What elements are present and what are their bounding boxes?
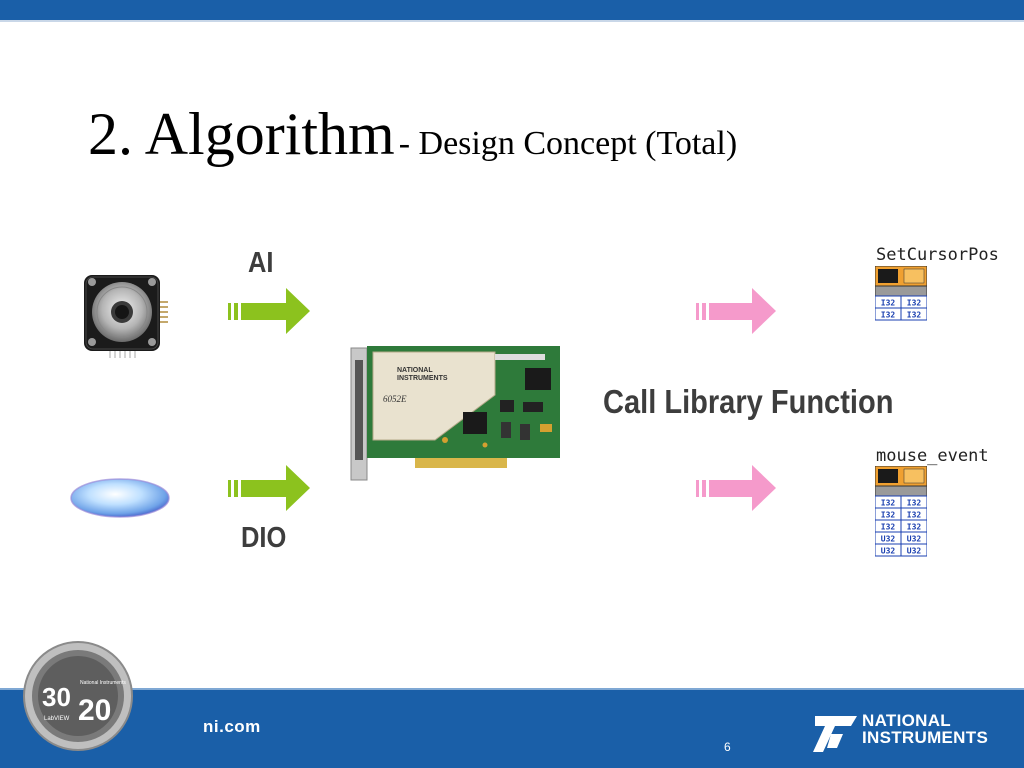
- seal-number-2: 20: [78, 694, 111, 727]
- title-sub: - Design Concept (Total): [398, 125, 738, 162]
- card-model: 6052E: [383, 394, 407, 404]
- card-brand-2: INSTRUMENTS: [397, 375, 448, 382]
- seal-ni: National Instruments: [80, 680, 126, 686]
- ni-logo-text: NATIONAL INSTRUMENTS: [862, 712, 988, 746]
- svg-text:U32: U32: [907, 547, 922, 556]
- slide-title: 2. Algorithm - Design Concept (Total): [88, 100, 737, 169]
- setcursor-arrow-icon: [696, 288, 776, 334]
- svg-text:I32: I32: [907, 311, 922, 320]
- svg-text:U32: U32: [907, 535, 922, 544]
- anniversary-seal-icon: 30 20 LabVIEW National Instruments: [23, 641, 133, 751]
- footer-divider: [0, 688, 1024, 691]
- svg-text:I32: I32: [907, 523, 922, 532]
- card-brand-1: NATIONAL: [397, 367, 433, 374]
- svg-text:I32: I32: [881, 299, 896, 308]
- call-library-function-label: Call Library Function: [603, 383, 894, 420]
- daq-card-icon: NATIONAL INSTRUMENTS 6052E: [345, 340, 570, 490]
- ai-arrow-icon: [228, 288, 310, 334]
- svg-text:U32: U32: [881, 547, 896, 556]
- mouse-event-arrow-icon: [696, 465, 776, 511]
- fn-setcursorpos-label: SetCursorPos: [876, 245, 999, 265]
- seal-number-1: 30: [42, 682, 71, 712]
- dio-label: DIO: [241, 522, 287, 554]
- seal-labview: LabVIEW: [44, 716, 70, 722]
- title-main: 2. Algorithm: [88, 101, 395, 167]
- dio-arrow-icon: [228, 465, 310, 511]
- logo-line-1: NATIONAL: [862, 711, 951, 730]
- site-link[interactable]: ni.com: [203, 717, 261, 736]
- page-number: 6: [724, 740, 731, 754]
- svg-text:I32: I32: [907, 499, 922, 508]
- svg-text:U32: U32: [881, 535, 896, 544]
- top-divider: [0, 20, 1024, 22]
- fn-mouse-event-label: mouse_event: [876, 446, 989, 466]
- footer-bar: [0, 690, 1024, 768]
- top-bar: [0, 0, 1024, 20]
- svg-text:I32: I32: [881, 523, 896, 532]
- led-lens-icon: [70, 478, 170, 518]
- svg-text:I32: I32: [907, 299, 922, 308]
- svg-text:I32: I32: [881, 311, 896, 320]
- ni-logo-icon: [813, 716, 857, 752]
- logo-line-2: INSTRUMENTS: [862, 728, 989, 747]
- ai-label: AI: [248, 247, 274, 279]
- encoder-device-icon: [84, 275, 168, 358]
- svg-text:I32: I32: [881, 511, 896, 520]
- svg-text:I32: I32: [881, 499, 896, 508]
- svg-text:I32: I32: [907, 511, 922, 520]
